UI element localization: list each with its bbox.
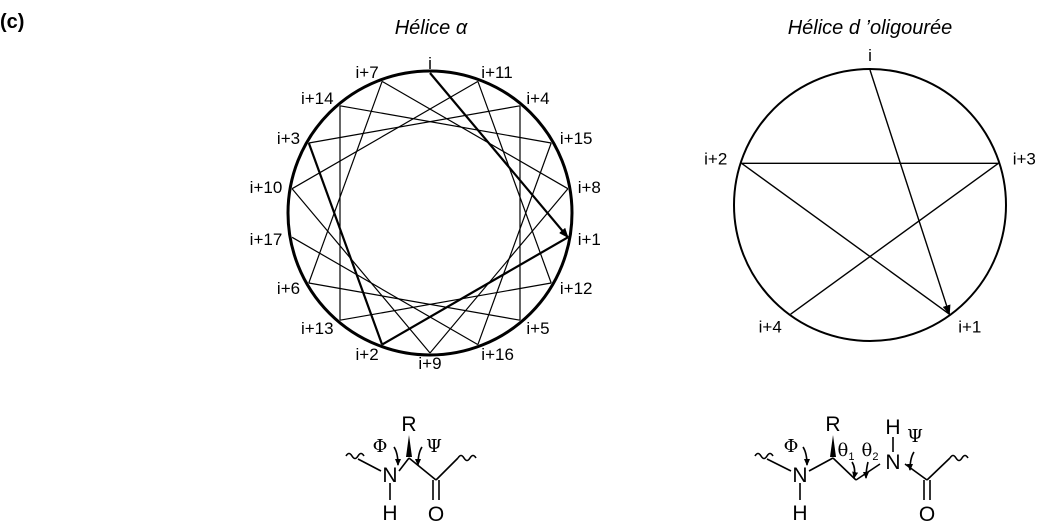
oligourea-residue-label: i bbox=[868, 46, 872, 65]
oligourea-helix-circle bbox=[733, 68, 1007, 342]
olig-psi-rotation-arrow bbox=[907, 451, 915, 471]
alpha-chord bbox=[308, 81, 383, 284]
oligourea-chord bbox=[741, 162, 950, 315]
wavy-bond-left bbox=[345, 452, 365, 460]
alpha-residue-label: i+16 bbox=[481, 345, 514, 364]
alpha-chord bbox=[381, 236, 569, 346]
alpha-chord bbox=[291, 80, 479, 190]
alpha-chord bbox=[429, 188, 569, 354]
alpha-residue-label: i+13 bbox=[301, 319, 334, 338]
hydrogen-label: H bbox=[382, 502, 397, 525]
olig-bond-n-c bbox=[904, 463, 928, 481]
r-group-label: R bbox=[401, 413, 416, 436]
alpha-residue-label: i+3 bbox=[277, 129, 300, 148]
alpha-helix-wheel: Hélice α i i+1 i+2 i+3 i+4 i+5 i+6 i+7 i+8 i+9 i+1… bbox=[250, 17, 601, 373]
oligourea-residue-label: i+3 bbox=[1013, 150, 1036, 169]
oligourea-helix-wheel: Hélice d ’oligourée i i+1 i+2 i+3 i+4 bbox=[704, 17, 1036, 342]
alpha-chord bbox=[429, 72, 569, 239]
alpha-residue-label: i+1 bbox=[578, 230, 601, 249]
alpha-helix-chords bbox=[291, 72, 569, 354]
bond-n-calpha bbox=[398, 457, 410, 472]
alpha-residue-label: i+9 bbox=[418, 354, 441, 373]
alpha-residue-label: i+4 bbox=[526, 89, 549, 108]
olig-hydrogen2-label: H bbox=[885, 416, 900, 439]
oligourea-residue-label: i+2 bbox=[704, 150, 727, 169]
alpha-helix-circle bbox=[286, 69, 574, 357]
alpha-chord bbox=[291, 188, 431, 354]
olig-wavy-bond-right bbox=[949, 454, 969, 462]
olig-r-group-label: R bbox=[825, 413, 840, 436]
alpha-residue-label: i+2 bbox=[356, 345, 379, 364]
olig-bond-n-c bbox=[808, 457, 834, 472]
olig-theta2-label: θ2 bbox=[862, 440, 879, 463]
alpha-residue-label: i+17 bbox=[250, 230, 283, 249]
alpha-helix-labels: i i+1 i+2 i+3 i+4 i+5 i+6 i+7 i+8 i+9 i+10 i+11 i+12… bbox=[250, 54, 601, 373]
phi-rotation-arrow bbox=[393, 446, 401, 466]
alpha-residue-label: i+7 bbox=[356, 63, 379, 82]
alpha-chord bbox=[339, 105, 552, 144]
olig-bond-c-ch2 bbox=[832, 457, 857, 481]
wedge-bond-r bbox=[406, 435, 412, 457]
oligourea-chord bbox=[790, 162, 999, 315]
alpha-chord bbox=[307, 142, 384, 345]
alpha-residue-label: i+6 bbox=[277, 279, 300, 298]
olig-nitrogen2-label: N bbox=[885, 451, 900, 474]
alpha-chord bbox=[291, 236, 479, 346]
olig-theta1-rotation-arrow bbox=[851, 461, 859, 479]
bond-calpha-c bbox=[408, 457, 437, 481]
psi-rotation-arrow bbox=[415, 446, 423, 466]
olig-psi-label: Ψ bbox=[907, 426, 923, 447]
alpha-residue-label: i bbox=[428, 54, 432, 73]
alpha-chord bbox=[339, 282, 552, 321]
alpha-chord bbox=[308, 105, 521, 144]
olig-nitrogen-label: N bbox=[792, 464, 807, 487]
alpha-residue-label: i+10 bbox=[250, 178, 283, 197]
psi-label: Ψ bbox=[426, 436, 442, 457]
oligourea-helix-title: Hélice d ’oligourée bbox=[788, 17, 953, 39]
alpha-amino-acid-structure bbox=[345, 435, 477, 500]
bond-c-c bbox=[435, 457, 459, 481]
alpha-residue-label: i+11 bbox=[481, 63, 512, 82]
alpha-helix-title: Hélice α bbox=[395, 17, 468, 39]
alpha-residue-label: i+14 bbox=[301, 89, 334, 108]
alpha-chord bbox=[308, 282, 521, 321]
olig-bond-c-c bbox=[926, 457, 951, 481]
alpha-chord bbox=[381, 80, 569, 190]
oligourea-helix-chords bbox=[741, 69, 999, 316]
olig-phi-rotation-arrow bbox=[802, 446, 810, 466]
alpha-residue-label: i+15 bbox=[560, 129, 593, 148]
alpha-chord bbox=[477, 81, 552, 284]
olig-theta1-label: θ1 bbox=[838, 440, 855, 463]
olig-oxygen-label: O bbox=[919, 503, 935, 526]
alpha-residue-label: i+12 bbox=[560, 279, 593, 298]
wavy-bond-right bbox=[457, 454, 477, 462]
bond-c-n bbox=[357, 458, 382, 472]
oligourea-helix-labels: i i+1 i+2 i+3 i+4 bbox=[704, 46, 1036, 336]
olig-bond-c-n bbox=[766, 458, 792, 472]
oligourea-structure bbox=[754, 435, 969, 500]
alpha-chord bbox=[477, 142, 552, 345]
alpha-structure-labels: R Φ Ψ N H O bbox=[373, 413, 445, 526]
olig-wavy-bond-left bbox=[754, 452, 774, 460]
oxygen-label: O bbox=[428, 503, 444, 526]
panel-label: (c) bbox=[0, 11, 24, 33]
oligourea-structure-labels: R Φ θ1 θ2 N H N H Ψ O bbox=[784, 413, 936, 526]
phi-label: Φ bbox=[373, 436, 388, 457]
oligourea-residue-label: i+1 bbox=[958, 317, 981, 336]
olig-wedge-bond-r bbox=[830, 435, 836, 457]
olig-theta2-rotation-arrow bbox=[863, 461, 870, 479]
olig-hydrogen-label: H bbox=[792, 502, 807, 525]
nitrogen-label: N bbox=[382, 464, 397, 487]
olig-phi-label: Φ bbox=[784, 436, 799, 457]
alpha-residue-label: i+5 bbox=[526, 319, 549, 338]
oligourea-chord bbox=[869, 69, 951, 316]
olig-bond-ch2-n bbox=[855, 463, 881, 481]
oligourea-residue-label: i+4 bbox=[759, 317, 782, 336]
alpha-residue-label: i+8 bbox=[578, 178, 601, 197]
